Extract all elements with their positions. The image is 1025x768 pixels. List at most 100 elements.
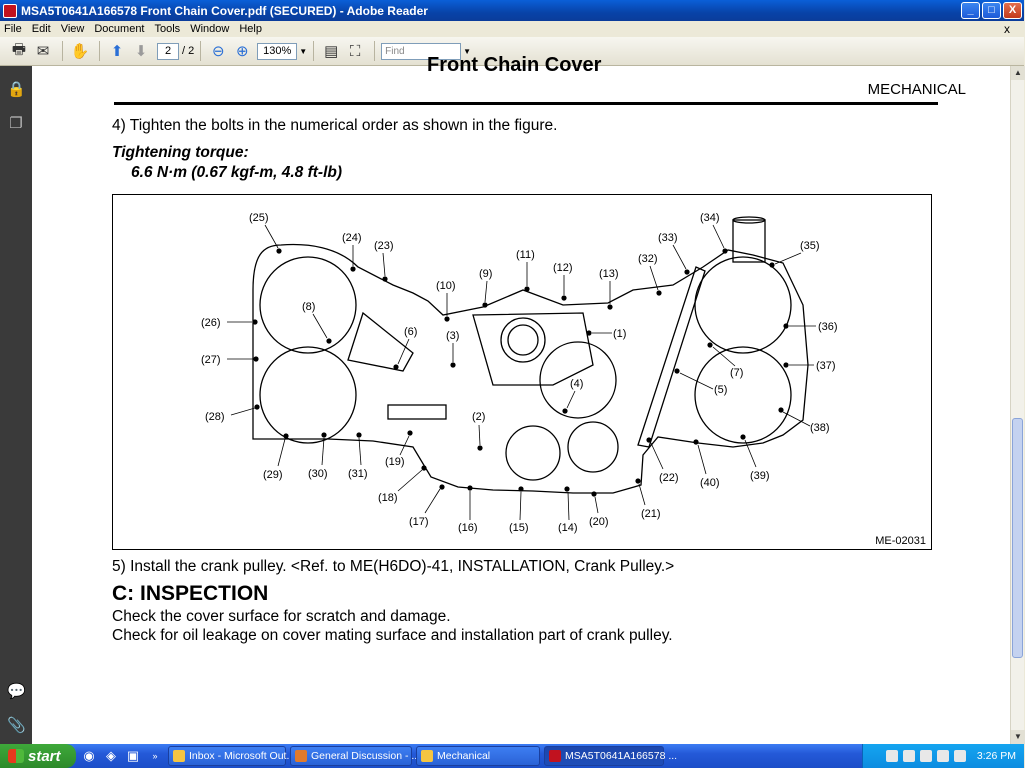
zoom-out-icon[interactable]: ⊖ xyxy=(211,43,225,60)
bolt-11 xyxy=(524,286,530,292)
label-35: (35) xyxy=(800,240,820,252)
vertical-scrollbar[interactable]: ▲ ▼ xyxy=(1010,66,1025,744)
label-4: (4) xyxy=(570,378,583,390)
bolt-14 xyxy=(564,486,570,492)
previous-page-icon[interactable]: ⬆ xyxy=(110,43,124,60)
page-header-title: Front Chain Cover xyxy=(427,54,602,76)
scroll-thumb[interactable] xyxy=(1012,418,1023,658)
task-mechanical[interactable]: Mechanical xyxy=(416,746,540,766)
crank-boss xyxy=(472,312,594,386)
leader-lines xyxy=(227,224,816,521)
toolbar: 🖶 ✉ ✋ ⬆ ⬇ 2 / 2 ⊖ ⊕ 130% ▼ ▤ ⛶ Find ▼ xyxy=(0,37,1024,66)
adobe-reader-icon xyxy=(3,3,17,18)
pages-icon[interactable]: ❐ xyxy=(9,115,23,132)
label-1: (1) xyxy=(613,328,626,340)
task-adobe-reader-label: MSA5T0641A166578 ... xyxy=(565,750,678,762)
chain-cover-figure: (1) (2) (3) (4) (5) (6) (7) (8) (9) (10)… xyxy=(112,194,932,550)
bolt-22 xyxy=(646,437,652,443)
next-page-icon[interactable]: ⬇ xyxy=(134,43,148,60)
task-general-discussion[interactable]: General Discussion - ... xyxy=(290,746,420,766)
label-15: (15) xyxy=(509,522,529,534)
bolt-25 xyxy=(276,248,282,254)
maximize-button[interactable]: □ xyxy=(982,2,1001,19)
label-39: (39) xyxy=(750,470,770,482)
label-36: (36) xyxy=(818,321,838,333)
quicklaunch-chevron-icon[interactable]: » xyxy=(152,751,158,761)
zoom-dropdown-icon[interactable]: ▼ xyxy=(299,46,308,56)
crank-seal-inner xyxy=(507,324,539,356)
bolt-36 xyxy=(783,323,789,329)
scroll-down-icon[interactable]: ▼ xyxy=(1011,730,1025,744)
crank-seal-outer xyxy=(500,317,546,363)
label-13: (13) xyxy=(599,268,619,280)
start-button[interactable]: start xyxy=(0,744,76,768)
find-dropdown-icon[interactable]: ▼ xyxy=(463,46,472,56)
bolt-26 xyxy=(252,319,258,325)
desktop-icon[interactable]: ▣ xyxy=(126,748,140,763)
security-lock-icon[interactable]: 🔒 xyxy=(7,81,26,98)
find-input[interactable]: Find xyxy=(381,42,462,60)
toolbar-separator xyxy=(313,41,315,61)
menu-bar: File Edit View Document Tools Window Hel… xyxy=(0,21,1024,37)
scroll-up-icon[interactable]: ▲ xyxy=(1011,66,1025,80)
page-number-input[interactable]: 2 xyxy=(157,42,179,60)
comments-icon[interactable]: 💬 xyxy=(7,683,26,700)
network-tray-icon[interactable] xyxy=(902,750,915,762)
security-tray-icon[interactable] xyxy=(936,750,949,762)
step-5-text: 5) Install the crank pulley. <Ref. to ME… xyxy=(112,558,675,575)
email-icon[interactable]: ✉ xyxy=(36,43,50,60)
task-outlook[interactable]: Inbox - Microsoft Out... xyxy=(168,746,295,766)
bolt-23 xyxy=(382,276,388,282)
task-mechanical-label: Mechanical xyxy=(437,750,491,762)
firefox-icon[interactable]: ◉ xyxy=(83,748,95,763)
full-screen-icon[interactable]: ⛶ xyxy=(349,42,361,60)
zoom-in-icon[interactable]: ⊕ xyxy=(235,43,249,60)
label-23: (23) xyxy=(374,240,394,252)
cam-sprocket-left-lower xyxy=(259,346,357,444)
menu-tools[interactable]: Tools xyxy=(154,23,181,35)
label-27: (27) xyxy=(201,354,221,366)
label-25: (25) xyxy=(249,212,269,224)
bolt-labels: (1) (2) (3) (4) (5) (6) (7) (8) (9) (10)… xyxy=(201,212,838,534)
toolbar-separator xyxy=(200,41,202,61)
close-button[interactable]: X xyxy=(1003,2,1022,19)
bolt-3 xyxy=(450,362,456,368)
minimize-button[interactable]: _ xyxy=(961,2,980,19)
fit-page-icon[interactable]: ▤ xyxy=(324,43,339,60)
hand-tool-icon[interactable]: ✋ xyxy=(70,43,90,60)
label-24: (24) xyxy=(342,232,362,244)
volume-tray-icon[interactable] xyxy=(919,750,932,762)
cover-outline xyxy=(252,243,809,494)
bolt-19 xyxy=(407,430,413,436)
menu-file[interactable]: File xyxy=(4,23,22,35)
zoom-level-input[interactable]: 130% xyxy=(257,42,298,60)
step-4-text: 4) Tighten the bolts in the numerical or… xyxy=(112,117,558,134)
label-26: (26) xyxy=(201,317,221,329)
label-6: (6) xyxy=(404,326,417,338)
menu-window[interactable]: Window xyxy=(190,23,230,35)
bolt-37 xyxy=(783,362,789,368)
menu-help[interactable]: Help xyxy=(239,23,262,35)
cam-sprocket-right-lower xyxy=(694,346,792,444)
bolt-2 xyxy=(477,445,483,451)
cover-rib xyxy=(347,311,414,372)
label-18: (18) xyxy=(378,492,398,504)
menu-document[interactable]: Document xyxy=(94,23,145,35)
print-icon[interactable]: 🖶 xyxy=(11,40,27,58)
header-rule xyxy=(114,102,938,105)
menu-edit[interactable]: Edit xyxy=(31,23,51,35)
attachments-icon[interactable]: 📎 xyxy=(7,717,26,734)
menu-view[interactable]: View xyxy=(60,23,85,35)
label-8: (8) xyxy=(302,301,315,313)
page-total: / 2 xyxy=(182,45,195,57)
task-outlook-label: Inbox - Microsoft Out... xyxy=(189,750,296,762)
task-adobe-reader[interactable]: MSA5T0641A166578 ... xyxy=(544,746,677,766)
bolt-18 xyxy=(421,465,427,471)
help-tray-icon[interactable] xyxy=(885,750,898,762)
bolt-17 xyxy=(439,484,445,490)
update-tray-icon[interactable] xyxy=(953,750,966,762)
document-close-button[interactable]: x xyxy=(1004,22,1010,36)
toolbar-separator xyxy=(62,41,63,61)
outlook-icon[interactable]: ◈ xyxy=(106,748,116,763)
chain-guide-bar xyxy=(637,266,706,448)
